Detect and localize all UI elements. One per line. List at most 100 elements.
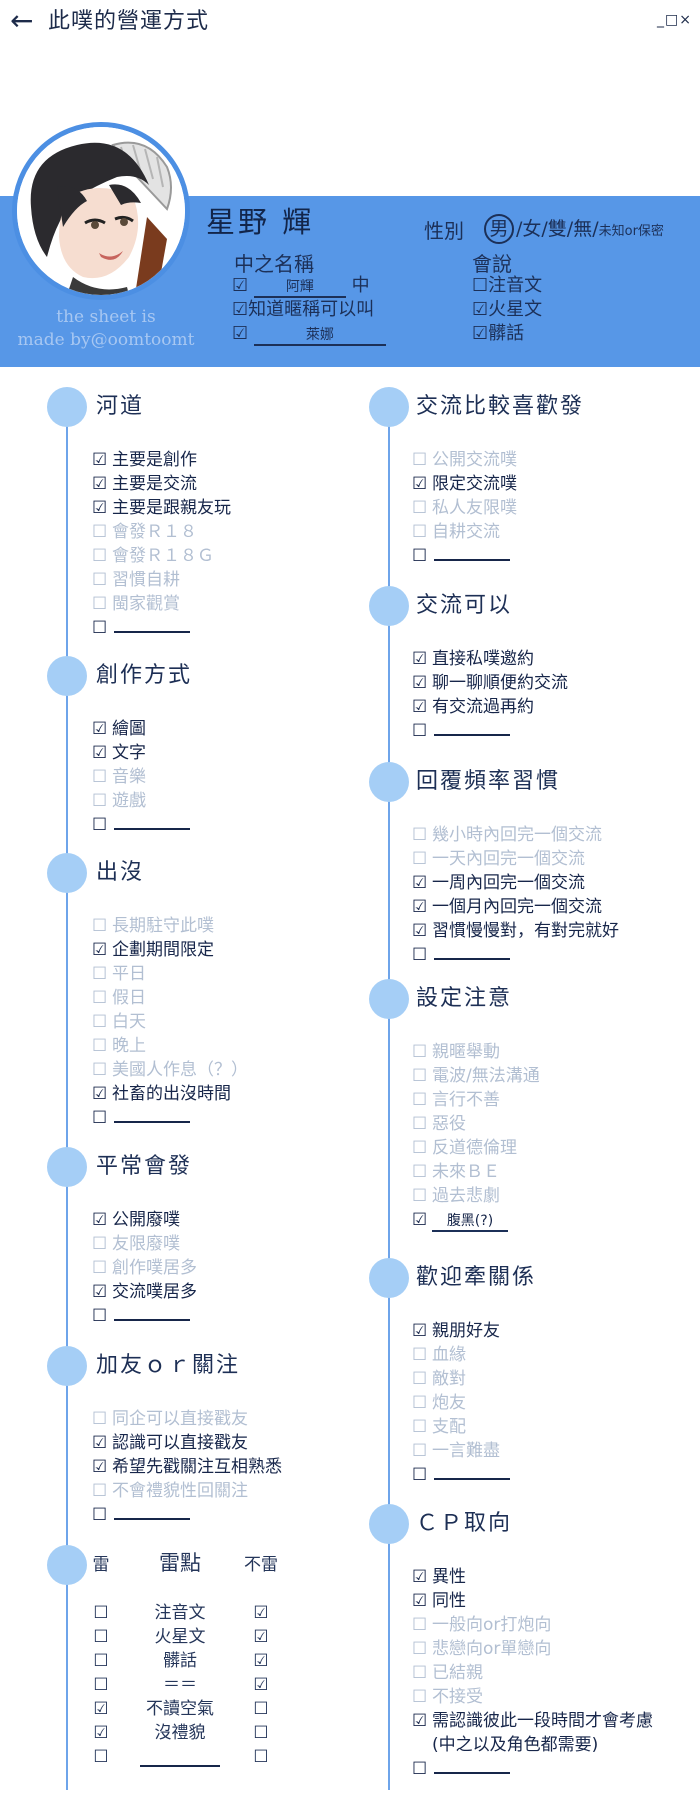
checkbox[interactable]: ☑ [92, 450, 108, 470]
checkbox[interactable]: ☐ [412, 1162, 428, 1182]
checkbox[interactable]: ☐ [92, 1108, 108, 1128]
checkbox[interactable]: ☑ [92, 940, 108, 960]
checkbox[interactable]: ☑ [412, 1567, 428, 1587]
checkbox[interactable]: ☑ [412, 897, 428, 917]
not-thunder-checkbox[interactable]: ☐ [253, 1747, 269, 1767]
checklist-item[interactable]: ☐私人友限噗 [412, 496, 517, 520]
checkbox[interactable]: ☑ [92, 1433, 108, 1453]
checklist-item[interactable]: ☑異性 [412, 1565, 466, 1589]
blank-fill-line[interactable] [114, 814, 190, 830]
checklist-item[interactable]: ☐習慣自耕 [92, 568, 180, 592]
checklist-item[interactable]: ☐ [412, 1463, 510, 1487]
checkbox[interactable]: ☑ [412, 673, 428, 693]
checkbox[interactable]: ☐ [412, 1186, 428, 1206]
checklist-item[interactable]: ☐ [412, 943, 510, 967]
checkbox[interactable]: ☑ [412, 1321, 428, 1341]
checkbox[interactable]: ☐ [92, 815, 108, 835]
thunder-checkbox[interactable]: ☐ [93, 1603, 109, 1623]
checkbox[interactable]: ☐ [92, 1409, 108, 1429]
checkbox[interactable]: ☑ [412, 697, 428, 717]
checklist-item[interactable]: ☑聊一聊順便約交流 [412, 671, 568, 695]
not-thunder-checkbox[interactable]: ☑ [253, 1675, 269, 1695]
gender-selected[interactable]: 男 [484, 214, 514, 244]
checklist-item[interactable]: ☐會發Ｒ１８Ｇ [92, 544, 214, 568]
checkbox[interactable]: ☑ [412, 921, 428, 941]
not-thunder-checkbox[interactable]: ☑ [253, 1627, 269, 1647]
checkbox[interactable]: ☑ [92, 1084, 108, 1104]
blank-fill-line[interactable] [114, 1504, 190, 1520]
window-controls[interactable]: _□× [657, 12, 692, 28]
checkbox[interactable]: ☐ [412, 1441, 428, 1461]
checkbox[interactable]: ☐ [92, 767, 108, 787]
checklist-item[interactable]: ☐假日 [92, 986, 146, 1010]
checkbox[interactable]: ☐ [92, 594, 108, 614]
checkbox[interactable]: ☐ [92, 570, 108, 590]
blank-fill-line[interactable] [434, 545, 510, 561]
checklist-item[interactable]: ☐自耕交流 [412, 520, 500, 544]
checklist-item[interactable]: ☐會發Ｒ１８ [92, 520, 197, 544]
checkbox[interactable]: ☑ [472, 323, 489, 344]
checkbox[interactable]: ☑ [232, 323, 249, 344]
checklist-item[interactable]: ☑繪圖 [92, 717, 146, 741]
thunder-checkbox[interactable]: ☐ [93, 1747, 109, 1767]
checkbox[interactable]: ☐ [412, 522, 428, 542]
checklist-item[interactable]: ☐過去悲劇 [412, 1184, 500, 1208]
checkbox[interactable]: ☐ [412, 1615, 428, 1635]
checklist-item[interactable]: ☐白天 [92, 1010, 146, 1034]
checklist-item[interactable]: ☐ [92, 813, 190, 837]
nickname-field[interactable]: 萊娜 [253, 326, 386, 346]
checkbox[interactable]: ☑ [412, 1591, 428, 1611]
checklist-item[interactable]: ☐ [412, 1757, 510, 1781]
checklist-item[interactable]: ☐血緣 [412, 1343, 466, 1367]
not-thunder-checkbox[interactable]: ☐ [253, 1699, 269, 1719]
checkbox[interactable]: ☐ [412, 546, 428, 566]
blank-fill-line[interactable] [434, 720, 510, 736]
checkbox[interactable]: ☑ [92, 1282, 108, 1302]
checkbox[interactable]: ☐ [412, 1639, 428, 1659]
checkbox[interactable]: ☐ [412, 1369, 428, 1389]
checklist-item[interactable]: ☐ [92, 1304, 190, 1328]
checkbox[interactable]: ☐ [92, 988, 108, 1008]
checkbox[interactable]: ☐ [412, 1138, 428, 1158]
checkbox[interactable]: ☐ [412, 1393, 428, 1413]
checkbox[interactable]: ☐ [412, 498, 428, 518]
checkbox[interactable]: ☐ [412, 945, 428, 965]
back-arrow-icon[interactable]: ← [10, 4, 34, 37]
checklist-item[interactable]: ☐平日 [92, 962, 146, 986]
checkbox[interactable]: ☐ [412, 1345, 428, 1365]
checklist-item[interactable]: ☐不接受 [412, 1685, 483, 1709]
checklist-item[interactable]: ☐幾小時內回完一個交流 [412, 823, 602, 847]
checklist-item[interactable]: ☐親暱舉動 [412, 1040, 500, 1064]
checkbox[interactable]: ☐ [92, 791, 108, 811]
checkbox[interactable]: ☑ [412, 1210, 428, 1230]
checkbox[interactable]: ☑ [92, 1210, 108, 1230]
thunder-checkbox[interactable]: ☐ [93, 1651, 109, 1671]
checklist-item[interactable]: ☑需認識彼此一段時間才會考慮 [412, 1709, 653, 1733]
checkbox[interactable]: ☐ [412, 1663, 428, 1683]
nickname-field[interactable]: 阿輝 [253, 278, 346, 298]
gender-unknown-option[interactable]: 未知or保密 [598, 224, 664, 239]
checkbox[interactable]: ☐ [412, 1090, 428, 1110]
checklist-item[interactable]: ☐支配 [412, 1415, 466, 1439]
checklist-item[interactable]: ☐反道德倫理 [412, 1136, 517, 1160]
checkbox[interactable]: ☑ [412, 474, 428, 494]
checklist-item[interactable]: ☐創作噗居多 [92, 1256, 197, 1280]
checklist-item[interactable]: ☑文字 [92, 741, 146, 765]
gender-other-options[interactable]: /女/雙/無/ [516, 218, 599, 240]
checklist-item[interactable]: ☑交流噗居多 [92, 1280, 197, 1304]
not-thunder-checkbox[interactable]: ☐ [253, 1723, 269, 1743]
checkbox[interactable]: ☐ [92, 1505, 108, 1525]
checkbox[interactable]: ☑ [92, 1457, 108, 1477]
checkbox[interactable]: ☐ [412, 1066, 428, 1086]
checkbox[interactable]: ☐ [412, 1417, 428, 1437]
blank-fill-line[interactable] [114, 1107, 190, 1123]
checkbox[interactable]: ☐ [92, 1234, 108, 1254]
checkbox[interactable]: ☐ [472, 275, 489, 296]
checklist-item[interactable]: ☐一般向or打炮向 [412, 1613, 551, 1637]
checklist-item[interactable]: ☐敵對 [412, 1367, 466, 1391]
checklist-item[interactable]: ☐已結親 [412, 1661, 483, 1685]
checklist-item[interactable]: ☐不會禮貌性回關注 [92, 1479, 248, 1503]
checklist-item[interactable]: ☐未來ＢＥ [412, 1160, 500, 1184]
checkbox[interactable]: ☑ [232, 275, 249, 296]
checklist-item[interactable]: ☑社畜的出沒時間 [92, 1082, 231, 1106]
